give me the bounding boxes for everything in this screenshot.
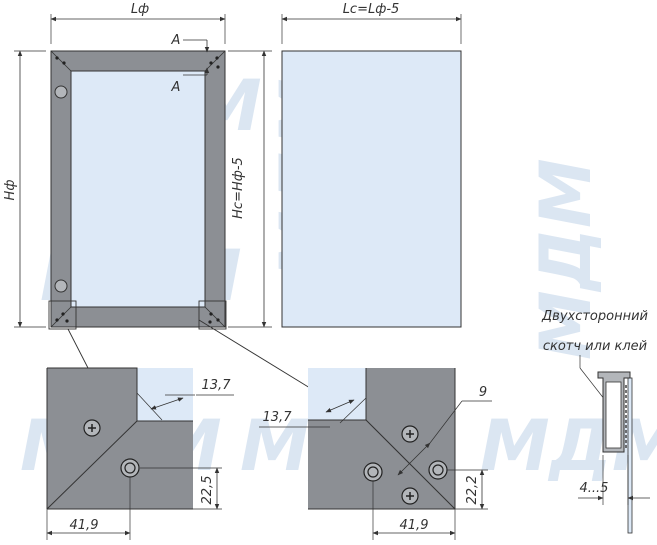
hinge-hole (54, 85, 68, 99)
glass-edge (627, 377, 633, 534)
screw-icon (401, 487, 419, 505)
dim-left-diag: 13,7 (202, 378, 232, 393)
glass-panel (281, 50, 462, 328)
dim-left-horizontal: 41,9 (70, 518, 99, 533)
corner-detail-left: 13,7 22,5 41,9 (46, 367, 234, 540)
glass-panel-drawing: Lс=Lф-5 Hс=Hф-5 (228, 2, 462, 328)
dowel-icon (428, 460, 448, 480)
frame-drawing: Lф Hф A A (3, 2, 227, 330)
dim-left-vertical: 22,5 (200, 476, 215, 505)
detail-callout-box (198, 300, 227, 330)
screw-icon (401, 425, 419, 443)
dim-right-gap: 9 (479, 385, 487, 400)
dowel-icon (120, 458, 140, 478)
frame-width-label: Lф (131, 2, 149, 17)
section-marker-label: A (171, 80, 181, 95)
section-marker-label: A (171, 33, 181, 48)
corner-detail-right: 13,7 9 22,2 41,9 (259, 368, 492, 540)
section-view: Двухсторонний скотч или клей 4...5 (541, 309, 650, 534)
frame-height-label: Hф (3, 180, 18, 201)
panel-height-label: Hс=Hф-5 (231, 157, 246, 219)
tape-note-line1: Двухсторонний (541, 309, 648, 324)
dowel-icon (363, 462, 383, 482)
detail-callout-box (48, 300, 77, 330)
screw-icon (83, 419, 101, 437)
watermark-text: МДМ (480, 405, 657, 487)
hinge-hole (54, 279, 68, 293)
panel-width-label: Lс=Lф-5 (343, 2, 400, 17)
watermark-text: МДМ (525, 158, 607, 360)
tape-note-line2: скотч или клей (543, 339, 647, 354)
dim-right-vertical: 22,2 (465, 476, 480, 505)
dim-gap-label: 4...5 (580, 481, 609, 496)
dim-right-horizontal: 41,9 (400, 518, 429, 533)
frame-glass (70, 70, 206, 308)
dim-right-diag: 13,7 (263, 410, 293, 425)
